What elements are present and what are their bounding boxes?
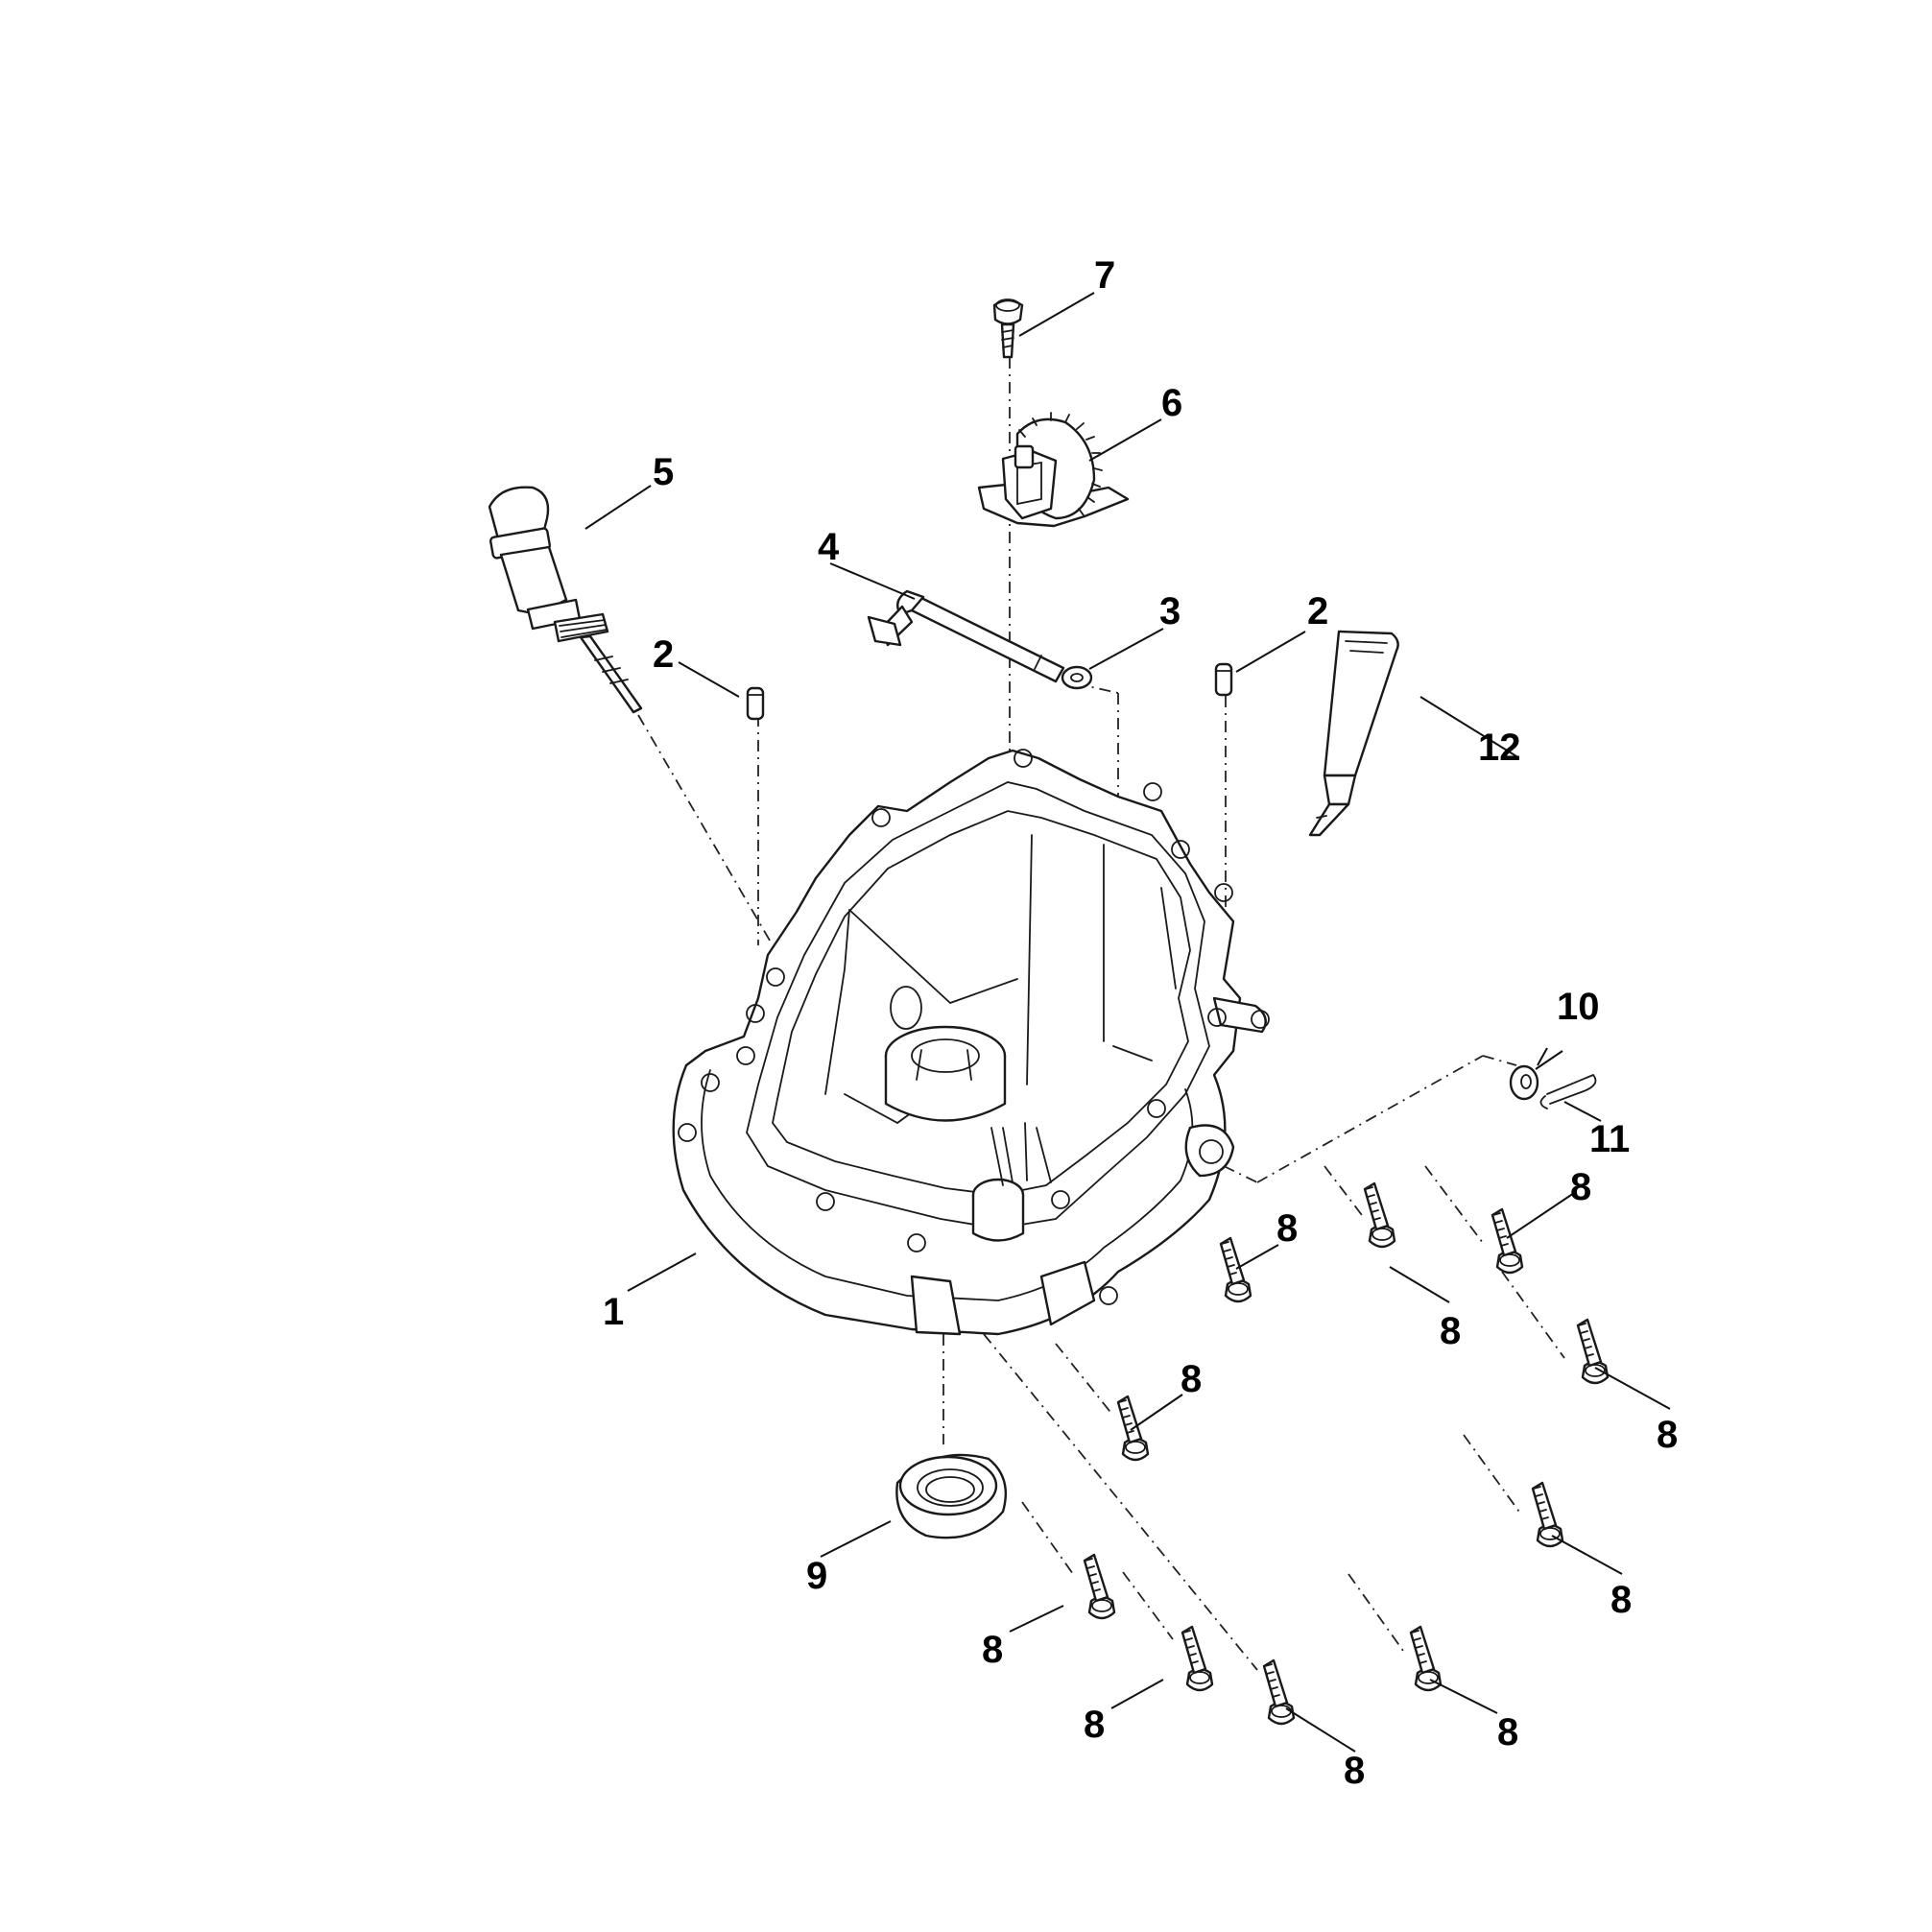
bolt-3 — [1491, 1207, 1524, 1275]
bolt-4 — [1576, 1318, 1610, 1385]
callout-8-h: 8 — [1084, 1704, 1105, 1746]
callout-8-i: 8 — [1344, 1750, 1365, 1792]
callout-8-c: 8 — [1570, 1166, 1591, 1208]
screw — [992, 298, 1024, 359]
bolt-8 — [1181, 1625, 1214, 1692]
crankcase-housing — [672, 749, 1270, 1336]
callout-1: 1 — [603, 1291, 624, 1333]
callout-8-d: 8 — [1657, 1414, 1678, 1456]
governor-shaft — [867, 589, 1065, 683]
callout-8-a: 8 — [1276, 1207, 1298, 1250]
dowel-pin-left — [746, 686, 765, 721]
bolt-1 — [1219, 1236, 1252, 1303]
callout-12: 12 — [1478, 727, 1521, 769]
spacer — [1509, 1064, 1539, 1101]
callout-8-b: 8 — [1440, 1310, 1461, 1352]
callout-7: 7 — [1094, 254, 1115, 297]
dowel-pin-right — [1214, 662, 1233, 697]
oil-seal — [895, 1453, 1007, 1539]
callout-2-right: 2 — [1307, 590, 1328, 632]
callout-11: 11 — [1589, 1118, 1630, 1160]
bolt-7 — [1083, 1553, 1116, 1620]
callout-8-e: 8 — [1181, 1358, 1202, 1400]
callouts: 1 2 2 3 4 5 6 7 8 8 8 8 8 8 8 8 8 8 9 10… — [603, 254, 1678, 1792]
callout-2-left: 2 — [653, 633, 674, 676]
washer — [1061, 665, 1093, 690]
callout-8-g: 8 — [982, 1629, 1003, 1671]
callout-4: 4 — [818, 526, 840, 568]
callout-10: 10 — [1557, 986, 1600, 1028]
callout-3: 3 — [1159, 590, 1181, 632]
callout-6: 6 — [1161, 382, 1182, 424]
governor-gear-assembly — [977, 412, 1130, 528]
bolt-2 — [1363, 1181, 1396, 1249]
bolt-6 — [1531, 1481, 1564, 1548]
callout-5: 5 — [653, 451, 674, 493]
bolt-9 — [1262, 1658, 1296, 1726]
leader-lines — [584, 292, 1671, 1753]
hairpin-clip — [1539, 1073, 1597, 1109]
sealant-tube — [1308, 630, 1399, 837]
callout-9: 9 — [806, 1555, 827, 1597]
oil-dipstick — [488, 486, 643, 714]
bolt-set — [1083, 1181, 1610, 1726]
callout-8-f: 8 — [1610, 1579, 1632, 1621]
callout-8-j: 8 — [1497, 1711, 1518, 1753]
bolt-10 — [1409, 1625, 1443, 1692]
